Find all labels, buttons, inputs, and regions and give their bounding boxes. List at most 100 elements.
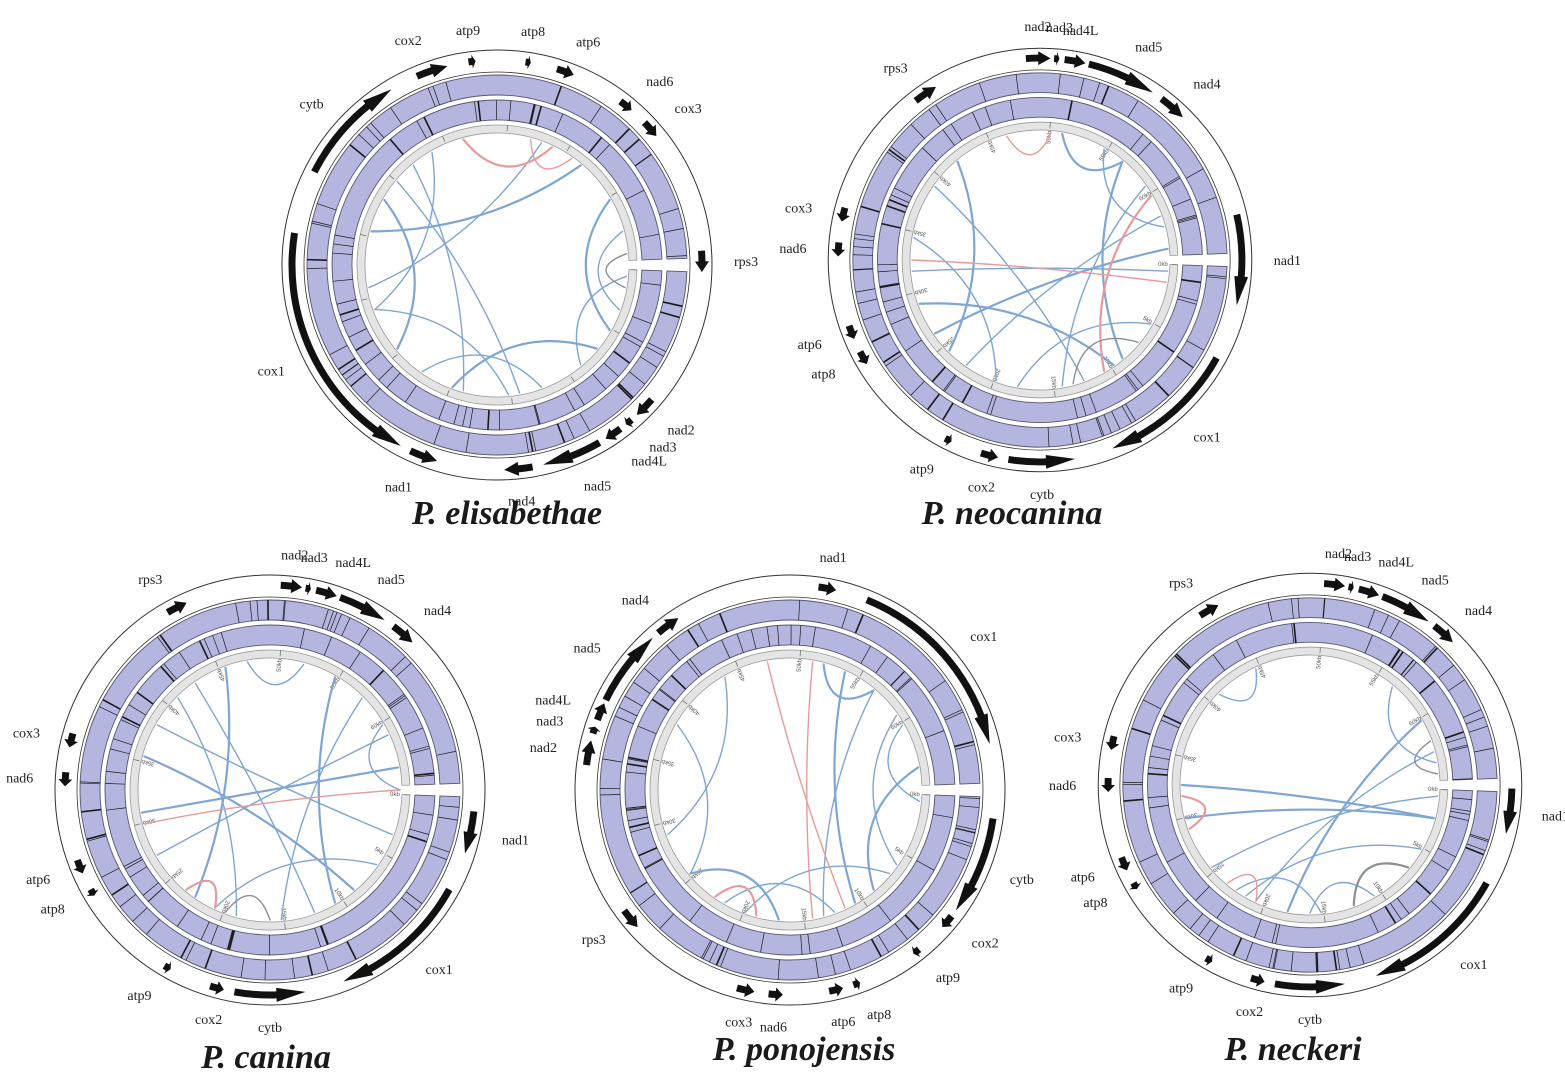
track-marker xyxy=(986,394,994,414)
track-marker xyxy=(947,852,967,861)
track-marker xyxy=(388,695,406,708)
track-marker xyxy=(349,144,366,159)
gene-label-cox3: cox3 xyxy=(13,727,40,742)
track-marker xyxy=(204,949,213,969)
track-marker xyxy=(718,613,728,633)
track-marker xyxy=(159,634,172,652)
gene-label-atp6: atp6 xyxy=(576,36,600,51)
track-marker xyxy=(616,384,633,400)
track-marker xyxy=(341,314,362,323)
gene-arrow-atp6 xyxy=(828,982,844,997)
gene-arrow-nad6 xyxy=(58,771,73,787)
synteny-link xyxy=(451,340,598,389)
gene-label-cox2: cox2 xyxy=(968,480,995,495)
gene-label-nad3: nad3 xyxy=(301,551,328,566)
track-marker xyxy=(670,674,687,690)
track-marker xyxy=(687,629,700,648)
track-marker xyxy=(508,100,512,121)
track-marker xyxy=(341,617,351,637)
track-marker xyxy=(935,104,948,122)
tick-label: 15kb xyxy=(799,908,806,922)
track-marker xyxy=(853,268,873,271)
track-marker xyxy=(950,123,963,141)
gene-arrow-cox3 xyxy=(641,120,657,136)
gene-label-cox2: cox2 xyxy=(395,34,422,49)
track-marker xyxy=(626,763,647,768)
track-marker xyxy=(639,893,656,906)
track-marker xyxy=(282,600,285,621)
track-marker xyxy=(556,423,566,443)
track-marker xyxy=(1379,614,1389,634)
gene-arrow-nad2 xyxy=(581,740,596,766)
gene-label-cox1: cox1 xyxy=(1193,430,1220,445)
tick-mark xyxy=(134,823,141,826)
track-marker xyxy=(853,268,873,270)
track-marker xyxy=(624,695,643,707)
track-marker xyxy=(185,942,196,961)
synteny-link xyxy=(714,885,758,917)
track-marker xyxy=(487,409,490,430)
track-marker xyxy=(358,627,370,646)
track-marker xyxy=(321,609,329,629)
gene-label-nad3: nad3 xyxy=(536,715,563,730)
track-marker xyxy=(1206,274,1227,278)
track-marker xyxy=(622,336,641,348)
track-marker xyxy=(136,691,154,705)
track-marker xyxy=(1177,298,1197,305)
track-marker xyxy=(433,425,441,445)
tick-label: 35kb xyxy=(1182,753,1197,762)
track-marker xyxy=(396,662,412,677)
track-marker xyxy=(625,771,646,775)
track-border-ring xyxy=(596,596,984,984)
track-marker xyxy=(1163,177,1181,189)
synteny-link xyxy=(1099,194,1152,372)
tick-mark xyxy=(1207,872,1212,878)
tick-mark xyxy=(1424,849,1431,853)
synteny-link xyxy=(1072,337,1139,385)
track-marker xyxy=(1130,133,1144,150)
ideogram-ring xyxy=(1171,646,1449,924)
gene-label-nad5: nad5 xyxy=(378,573,405,588)
track-marker xyxy=(1124,374,1137,392)
track-marker xyxy=(628,756,649,763)
track-marker xyxy=(1422,645,1436,662)
track-marker xyxy=(928,109,941,126)
track-marker xyxy=(1416,880,1432,894)
tick-mark xyxy=(1260,908,1264,914)
track-marker xyxy=(1080,396,1087,416)
track-marker xyxy=(341,363,359,376)
gene-arrow-cox3 xyxy=(736,983,755,997)
gene-label-cytb: cytb xyxy=(300,97,324,112)
synteny-link xyxy=(872,714,898,866)
track-marker xyxy=(1093,82,1101,102)
gene-arrow-nad3 xyxy=(624,416,634,428)
tick-label: 35kb xyxy=(660,758,675,767)
track-marker xyxy=(264,959,266,980)
track-marker xyxy=(565,420,575,439)
track-marker xyxy=(240,957,245,978)
track-marker xyxy=(1423,647,1438,663)
track-marker xyxy=(589,105,602,124)
track-marker xyxy=(1232,937,1243,957)
gene-arrow-rps3 xyxy=(165,601,187,616)
gene-label-nad4L: nad4L xyxy=(535,693,571,708)
tick-mark xyxy=(985,132,989,139)
track-marker xyxy=(235,603,240,623)
track-marker xyxy=(1076,423,1082,443)
track-marker xyxy=(1152,745,1172,751)
track-marker xyxy=(879,283,900,289)
track-marker xyxy=(554,113,564,133)
synteny-link xyxy=(374,308,510,396)
track-marker xyxy=(720,948,729,967)
gene-arrow-atp6 xyxy=(73,858,87,874)
track-marker xyxy=(1268,948,1274,968)
gene-label-nad6: nad6 xyxy=(6,772,33,787)
track-marker xyxy=(659,913,674,929)
track-marker xyxy=(1149,804,1169,809)
track-marker xyxy=(875,656,888,674)
tick-mark xyxy=(735,660,739,667)
tick-mark xyxy=(1175,754,1182,757)
track-marker xyxy=(531,431,537,452)
track-marker xyxy=(613,350,631,364)
gene-arrow-atp8 xyxy=(857,350,870,364)
